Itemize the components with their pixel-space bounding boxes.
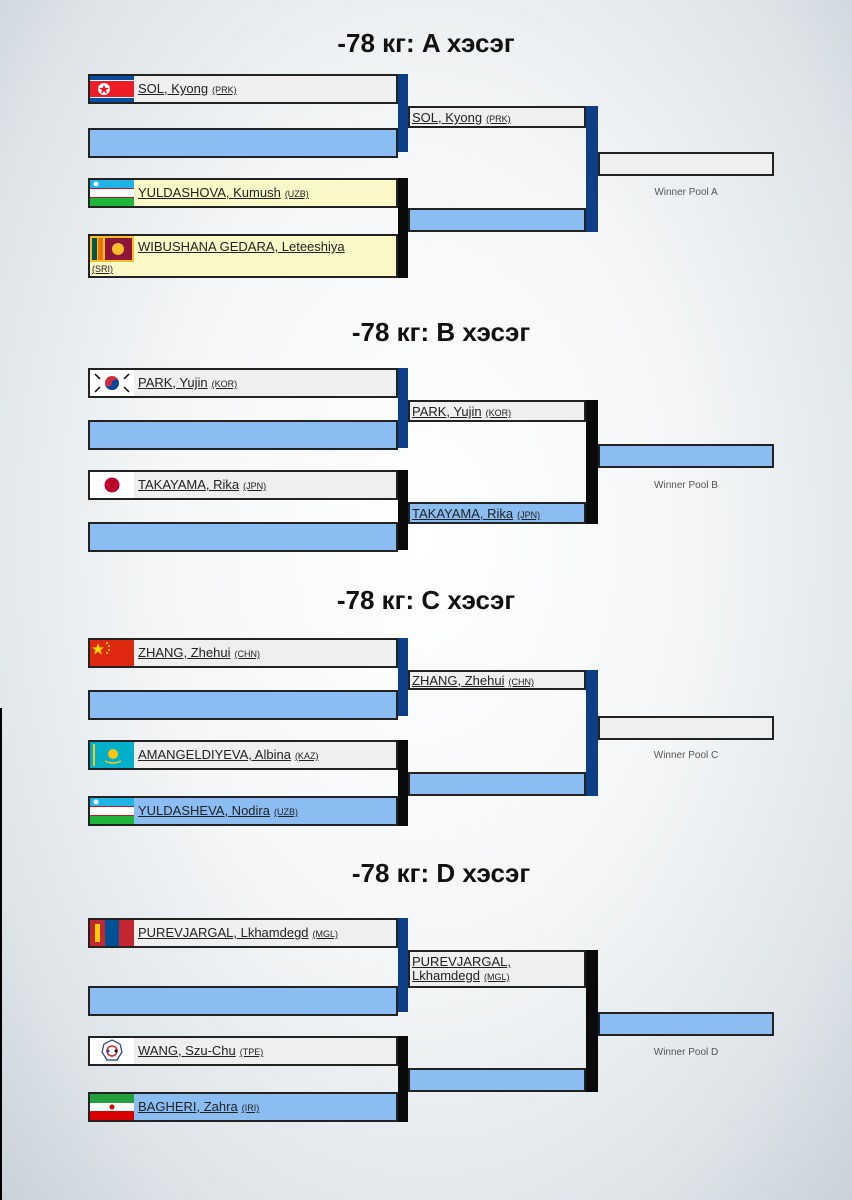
player-slot[interactable]: AMANGELDIYEVA, Albina(KAZ) xyxy=(88,740,398,770)
sri-flag-icon xyxy=(90,236,134,262)
player-slot[interactable]: PUREVJARGAL, Lkhamdegd(MGL) xyxy=(88,918,398,948)
kaz-flag-icon xyxy=(90,742,134,768)
player-name[interactable]: AMANGELDIYEVA, Albina(KAZ) xyxy=(138,747,319,762)
bracket-connector xyxy=(398,74,408,152)
round2-name[interactable]: PUREVJARGAL, Lkhamdegd(MGL) xyxy=(412,954,511,983)
round2-slot[interactable] xyxy=(408,1068,586,1092)
player-name[interactable]: YULDASHEVA, Nodira(UZB) xyxy=(138,803,298,818)
player-name[interactable]: PUREVJARGAL, Lkhamdegd(MGL) xyxy=(138,925,339,940)
player-name[interactable]: TAKAYAMA, Rika(JPN) xyxy=(138,477,267,492)
player-name[interactable]: SOL, Kyong(PRK) xyxy=(138,81,237,96)
player-slot[interactable]: BAGHERI, Zahra(IRI) xyxy=(88,1092,398,1122)
player-name[interactable]: YULDASHOVA, Kumush(UZB) xyxy=(138,185,309,200)
pool-c: -78 кг: C хэсэг ZHANG, Zhehui(CHN) AMANG… xyxy=(0,584,852,854)
round2-name[interactable]: SOL, Kyong(PRK) xyxy=(412,110,511,125)
winner-label: Winner Pool B xyxy=(654,480,718,491)
bracket-connector xyxy=(398,740,408,826)
pool-title: -78 кг: A хэсэг xyxy=(337,28,515,58)
bracket-connector xyxy=(398,918,408,1012)
player-slot[interactable]: PARK, Yujin(KOR) xyxy=(88,368,398,398)
player-name[interactable]: BAGHERI, Zahra(IRI) xyxy=(138,1099,260,1114)
pool-a: -78 кг: A хэсэг SOL, Kyong(PRK) YULDASHO… xyxy=(0,26,852,296)
winner-slot[interactable] xyxy=(598,152,774,176)
kor-flag-icon xyxy=(90,370,134,396)
iri-flag-icon xyxy=(90,1094,134,1120)
player-name[interactable]: WIBUSHANA GEDARA, Leteeshiya xyxy=(138,239,345,254)
pool-b: -78 кг: B хэсэг PARK, Yujin(KOR) TAKAYAM… xyxy=(0,316,852,586)
round2-slot[interactable]: PARK, Yujin(KOR) xyxy=(408,400,586,422)
player-slot[interactable]: WANG, Szu-Chu(TPE) xyxy=(88,1036,398,1066)
round2-slot[interactable]: PUREVJARGAL, Lkhamdegd(MGL) xyxy=(408,950,586,988)
winner-label: Winner Pool C xyxy=(653,750,719,761)
prk-flag-icon xyxy=(90,76,134,102)
player-slot[interactable]: SOL, Kyong(PRK) xyxy=(88,74,398,104)
winner-slot[interactable] xyxy=(598,444,774,468)
round2-slot[interactable]: ZHANG, Zhehui(CHN) xyxy=(408,670,586,690)
round2-slot[interactable]: TAKAYAMA, Rika(JPN) xyxy=(408,502,586,524)
round2-slot[interactable] xyxy=(408,208,586,232)
pool-title: -78 кг: B хэсэг xyxy=(351,317,531,347)
bracket-connector xyxy=(586,400,598,524)
player-name[interactable]: ZHANG, Zhehui(CHN) xyxy=(138,645,260,660)
round2-slot[interactable]: SOL, Kyong(PRK) xyxy=(408,106,586,128)
empty-slot[interactable] xyxy=(88,690,398,720)
tpe-flag-icon xyxy=(90,1038,134,1064)
round2-name[interactable]: ZHANG, Zhehui(CHN) xyxy=(412,673,534,688)
pool-d: -78 кг: D хэсэг PUREVJARGAL, Lkhamdegd(M… xyxy=(0,858,852,1128)
winner-label: Winner Pool A xyxy=(654,187,718,198)
bracket-connector xyxy=(586,950,598,1092)
empty-slot[interactable] xyxy=(88,522,398,552)
pool-title: -78 кг: D хэсэг xyxy=(351,858,531,888)
player-slot[interactable]: WIBUSHANA GEDARA, Leteeshiya (SRI) xyxy=(88,234,398,278)
mgl-flag-icon xyxy=(90,920,134,946)
player-slot[interactable]: YULDASHEVA, Nodira(UZB) xyxy=(88,796,398,826)
bracket-connector xyxy=(586,106,598,232)
winner-slot[interactable] xyxy=(598,716,774,740)
player-name[interactable]: PARK, Yujin(KOR) xyxy=(138,375,238,390)
left-edge-line xyxy=(0,708,2,1200)
player-slot[interactable]: ZHANG, Zhehui(CHN) xyxy=(88,638,398,668)
player-slot[interactable]: YULDASHOVA, Kumush(UZB) xyxy=(88,178,398,208)
round2-slot[interactable] xyxy=(408,772,586,796)
empty-slot[interactable] xyxy=(88,420,398,450)
jpn-flag-icon xyxy=(90,472,134,498)
pool-title: -78 кг: C хэсэг xyxy=(336,585,516,615)
bracket-connector xyxy=(398,368,408,448)
chn-flag-icon xyxy=(90,640,134,666)
bracket-connector xyxy=(398,638,408,716)
empty-slot[interactable] xyxy=(88,986,398,1016)
uzb-flag-icon xyxy=(90,798,134,824)
bracket-connector xyxy=(586,670,598,796)
bracket-connector xyxy=(398,178,408,278)
winner-label: Winner Pool D xyxy=(653,1047,719,1058)
bracket-connector xyxy=(398,470,408,550)
uzb-flag-icon xyxy=(90,180,134,206)
player-name[interactable]: WANG, Szu-Chu(TPE) xyxy=(138,1043,264,1058)
round2-name[interactable]: TAKAYAMA, Rika(JPN) xyxy=(412,506,541,521)
player-slot[interactable]: TAKAYAMA, Rika(JPN) xyxy=(88,470,398,500)
winner-slot[interactable] xyxy=(598,1012,774,1036)
round2-name[interactable]: PARK, Yujin(KOR) xyxy=(412,404,512,419)
empty-slot[interactable] xyxy=(88,128,398,158)
player-country: (SRI) xyxy=(92,264,113,274)
bracket-connector xyxy=(398,1036,408,1122)
